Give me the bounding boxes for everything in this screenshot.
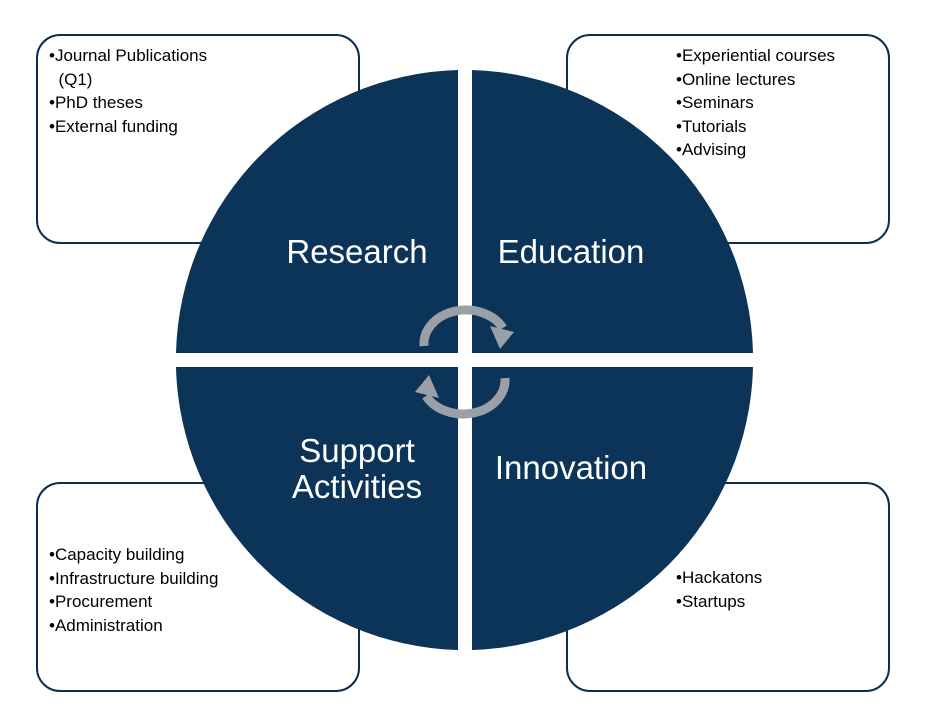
innovation-quadrant: [472, 367, 753, 650]
list-item: •Administration: [49, 615, 163, 635]
support-activities-title: Support Activities: [237, 433, 477, 505]
list-item: •Tutorials: [676, 116, 747, 136]
list-item: •Startups: [676, 591, 746, 611]
list-item: •External funding: [49, 116, 178, 136]
support-title-line1: Support: [299, 432, 415, 469]
research-list: •Journal Publications (Q1) •PhD theses •…: [49, 44, 207, 138]
education-title: Education: [497, 233, 645, 270]
education-quadrant: [472, 70, 753, 360]
list-item: •Procurement: [49, 592, 153, 611]
education-list: •Experiential courses •Online lectures •…: [676, 44, 835, 162]
support-list: •Capacity building •Infrastructure build…: [49, 543, 218, 637]
list-item: •Infrastructure building: [49, 568, 219, 588]
list-item: (Q1): [49, 69, 93, 89]
list-item: •Capacity building: [49, 545, 185, 564]
cycle-arrow-bottom: [422, 377, 510, 419]
cycle-arrowhead-bottom: [415, 375, 439, 398]
list-item: •Hackatons: [676, 568, 763, 587]
list-item: •PhD theses: [49, 93, 143, 112]
list-item: •Seminars: [676, 93, 754, 112]
innovation-title: Innovation: [494, 449, 648, 486]
innovation-list: •Hackatons •Startups: [676, 566, 762, 613]
list-item: •Experiential courses: [676, 46, 836, 65]
list-item: •Online lectures: [676, 69, 796, 89]
support-quadrant: [176, 367, 458, 650]
cycle-arrow-top: [419, 305, 507, 347]
list-item: •Advising: [676, 140, 747, 159]
support-title-line2: Activities: [291, 468, 423, 505]
cycle-arrowhead-top: [490, 326, 514, 349]
list-item: •Journal Publications: [49, 46, 208, 65]
cycle-arrows-icon: [415, 305, 514, 419]
research-title: Research: [286, 233, 428, 270]
research-quadrant: [176, 70, 458, 360]
